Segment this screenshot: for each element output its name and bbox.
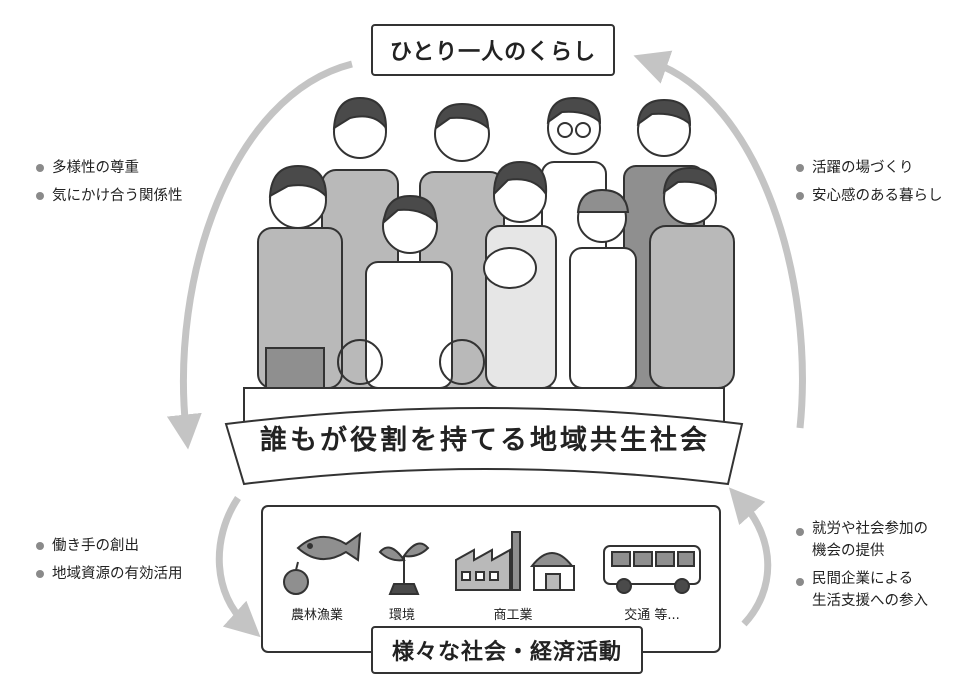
bullet-line: 機会の提供 [812,543,885,559]
bus-icon [603,545,701,594]
person-wheelchair-user [337,194,485,389]
person-grandmother [649,166,735,389]
upper-right-bullets: 活躍の場づくり 安心感のある暮らし [794,154,943,210]
bullet-item: 活躍の場づくり [794,154,943,182]
bullet-item: 多様性の尊重 [34,154,183,182]
person-mother-with-baby [483,160,557,389]
bullet-item: 民間企業による 生活支援への参入 [794,568,928,612]
upper-left-bullets: 多様性の尊重 気にかけ合う関係性 [34,154,183,210]
bullet-item: 安心感のある暮らし [794,182,943,210]
activity-label-agriculture: 農林漁業 [290,608,343,623]
activity-label-environment: 環境 [388,608,415,623]
person-boy-cap [569,188,637,389]
people-illustration [257,96,735,389]
bullet-item: 就労や社会参加の 機会の提供 [794,518,928,562]
person-schoolgirl [257,164,343,389]
arrow-bottom-left [215,496,261,638]
activity-label-industry: 商工業 [493,608,533,623]
activity-label-transport: 交通 等... [624,608,680,623]
banner-text: 誰もが役割を持てる地域共生社会 [260,425,710,456]
lower-left-bullets: 働き手の創出 地域資源の有効活用 [34,532,183,588]
arrow-top-left [166,60,353,450]
bottom-title-box: 様々な社会・経済活動 [371,626,643,674]
bullet-line: 就労や社会参加の [812,521,928,537]
bullet-item: 地域資源の有効活用 [34,560,183,588]
fish-icon [296,531,362,562]
factory-icon [455,531,521,591]
banner-shape [224,407,744,486]
bullet-line: 生活支援への参入 [812,593,928,609]
sprout-icon [378,542,430,595]
shop-icon [529,552,575,591]
arrow-top-right [633,50,806,429]
apple-icon [283,561,309,595]
arrow-bottom-right [728,487,772,627]
bullet-item: 気にかけ合う関係性 [34,182,183,210]
top-title-box: ひとり一人のくらし [371,24,615,76]
bullet-line: 民間企業による [812,571,914,587]
bullet-item: 働き手の創出 [34,532,183,560]
lower-right-bullets: 就労や社会参加の 機会の提供 民間企業による 生活支援への参入 [794,518,928,618]
